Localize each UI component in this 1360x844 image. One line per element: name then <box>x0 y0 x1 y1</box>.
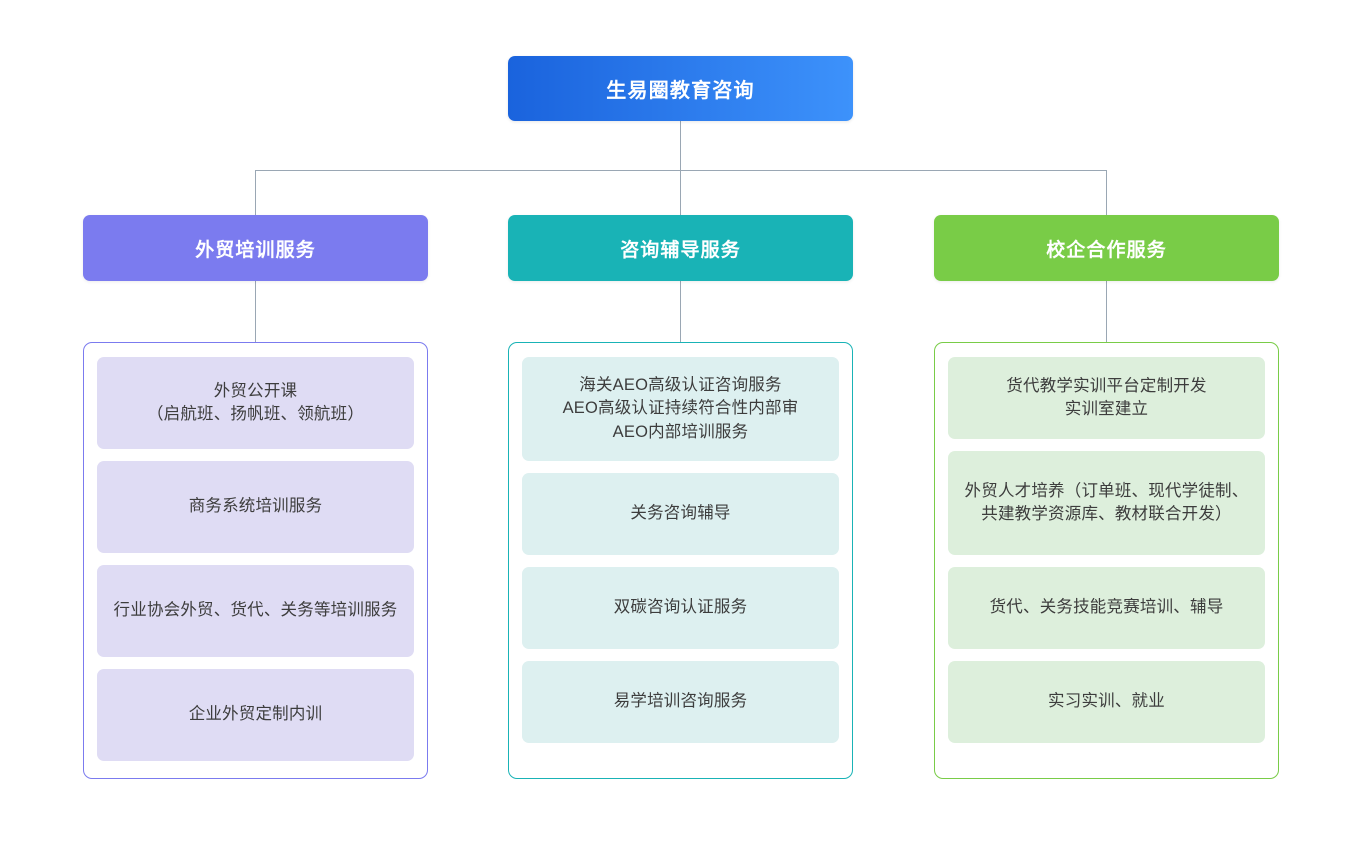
list-item[interactable]: 货代教学实训平台定制开发 实训室建立 <box>948 357 1265 439</box>
list-item[interactable]: 实习实训、就业 <box>948 661 1265 743</box>
list-item[interactable]: 外贸公开课 （启航班、扬帆班、领航班） <box>97 357 414 449</box>
root-node-label: 生易圈教育咨询 <box>606 80 755 102</box>
list-item[interactable]: 企业外贸定制内训 <box>97 669 414 761</box>
branch-header-school-enterprise-cooperation[interactable]: 校企合作服务 <box>934 215 1279 281</box>
connector-root-stem <box>680 121 682 171</box>
list-item[interactable]: 商务系统培训服务 <box>97 461 414 553</box>
list-item[interactable]: 双碳咨询认证服务 <box>522 567 839 649</box>
list-item[interactable]: 行业协会外贸、货代、关务等培训服务 <box>97 565 414 657</box>
branch-header-label: 校企合作服务 <box>1046 239 1167 261</box>
branch-body-school-enterprise-cooperation: 货代教学实训平台定制开发 实训室建立 外贸人才培养（订单班、现代学徒制、共建教学… <box>934 342 1279 779</box>
list-item[interactable]: 关务咨询辅导 <box>522 473 839 555</box>
connector-branch-3-drop <box>1106 170 1108 216</box>
root-node[interactable]: 生易圈教育咨询 <box>508 56 853 121</box>
branch-school-enterprise-cooperation: 校企合作服务 货代教学实训平台定制开发 实训室建立 外贸人才培养（订单班、现代学… <box>934 215 1279 779</box>
branch-header-foreign-trade-training[interactable]: 外贸培训服务 <box>83 215 428 281</box>
branch-body-foreign-trade-training: 外贸公开课 （启航班、扬帆班、领航班） 商务系统培训服务 行业协会外贸、货代、关… <box>83 342 428 779</box>
connector-branch-1-to-body <box>255 281 257 343</box>
list-item[interactable]: 易学培训咨询服务 <box>522 661 839 743</box>
connector-horizontal-bus <box>255 170 1107 172</box>
list-item[interactable]: 海关AEO高级认证咨询服务 AEO高级认证持续符合性内部审 AEO内部培训服务 <box>522 357 839 461</box>
connector-branch-3-to-body <box>1106 281 1108 343</box>
connector-branch-2-drop <box>680 170 682 216</box>
branch-header-label: 咨询辅导服务 <box>620 239 741 261</box>
list-item[interactable]: 外贸人才培养（订单班、现代学徒制、共建教学资源库、教材联合开发） <box>948 451 1265 555</box>
connector-branch-1-drop <box>255 170 257 216</box>
connector-branch-2-to-body <box>680 281 682 343</box>
branch-foreign-trade-training: 外贸培训服务 外贸公开课 （启航班、扬帆班、领航班） 商务系统培训服务 行业协会… <box>83 215 428 779</box>
list-item[interactable]: 货代、关务技能竞赛培训、辅导 <box>948 567 1265 649</box>
branch-header-label: 外贸培训服务 <box>195 239 316 261</box>
branch-header-consulting-tutoring[interactable]: 咨询辅导服务 <box>508 215 853 281</box>
branch-consulting-tutoring: 咨询辅导服务 海关AEO高级认证咨询服务 AEO高级认证持续符合性内部审 AEO… <box>508 215 853 779</box>
branch-body-consulting-tutoring: 海关AEO高级认证咨询服务 AEO高级认证持续符合性内部审 AEO内部培训服务 … <box>508 342 853 779</box>
